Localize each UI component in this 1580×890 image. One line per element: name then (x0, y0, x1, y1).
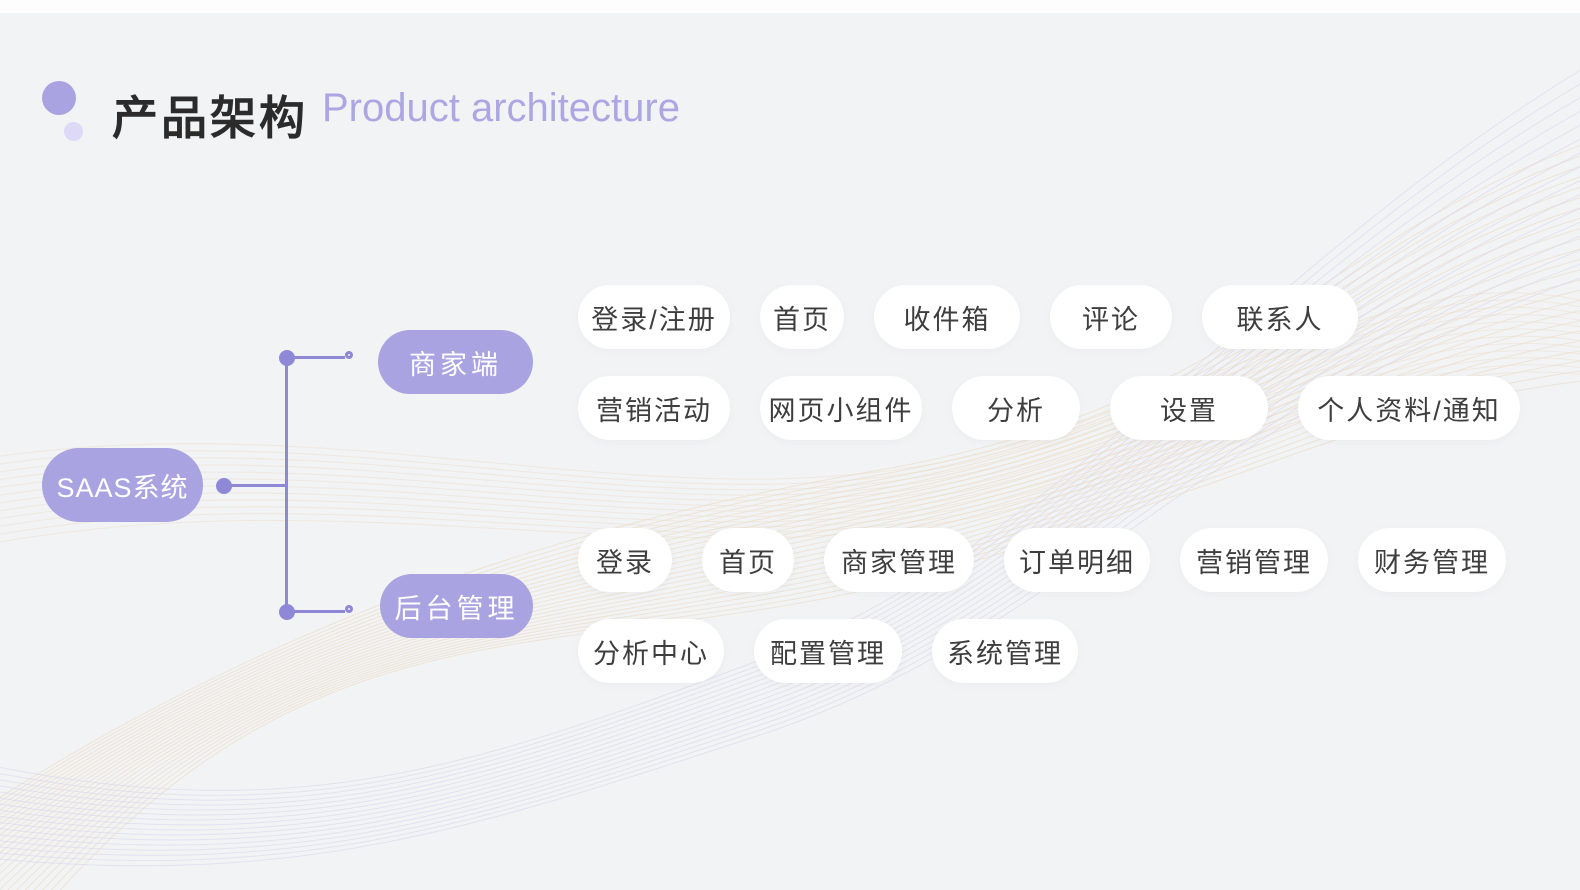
backend-feature-row-1: 登录 首页 商家管理 订单明细 营销管理 财务管理 (578, 528, 1506, 592)
feature-pill-home: 首页 (760, 285, 844, 349)
feature-pill-marketing-campaign: 营销活动 (578, 376, 730, 440)
connector-root-line (224, 484, 287, 487)
connector-merchant-line (287, 356, 345, 359)
title-accent-dot-small (64, 122, 83, 141)
feature-pill-inbox: 收件箱 (874, 285, 1020, 349)
branch-node-merchant: 商家端 (378, 330, 533, 394)
connector-dot-merchant (279, 350, 295, 366)
title-accent-dot-large (42, 81, 76, 115)
feature-pill-merchant-management: 商家管理 (824, 528, 974, 592)
feature-pill-finance-management: 财务管理 (1358, 528, 1506, 592)
feature-pill-login-register: 登录/注册 (578, 285, 730, 349)
connector-ring-backend (345, 605, 353, 613)
merchant-feature-group: 登录/注册 首页 收件箱 评论 联系人 营销活动 网页小组件 分析 设置 个人资… (578, 285, 1520, 440)
merchant-feature-row-2: 营销活动 网页小组件 分析 设置 个人资料/通知 (578, 376, 1520, 440)
connector-ring-merchant (345, 351, 353, 359)
feature-pill-order-details: 订单明细 (1004, 528, 1150, 592)
feature-pill-system-management: 系统管理 (932, 619, 1078, 683)
feature-pill-comments: 评论 (1050, 285, 1172, 349)
feature-pill-login: 登录 (578, 528, 672, 592)
connector-backend-line (287, 610, 345, 613)
feature-pill-contacts: 联系人 (1202, 285, 1358, 349)
connector-dot-backend (279, 604, 295, 620)
backend-feature-row-2: 分析中心 配置管理 系统管理 (578, 619, 1506, 683)
feature-pill-analytics: 分析 (952, 376, 1080, 440)
feature-pill-settings: 设置 (1110, 376, 1268, 440)
feature-pill-marketing-management: 营销管理 (1180, 528, 1328, 592)
page-title: 产品架构 (112, 92, 308, 144)
feature-pill-profile-notifications: 个人资料/通知 (1298, 376, 1520, 440)
branch-node-backend: 后台管理 (380, 574, 533, 638)
feature-pill-web-widget: 网页小组件 (760, 376, 922, 440)
feature-pill-analytics-center: 分析中心 (578, 619, 724, 683)
top-white-strip (0, 0, 1580, 13)
root-node-saas: SAAS系统 (42, 448, 203, 522)
connector-trunk-line (285, 357, 288, 614)
page-subtitle: Product architecture (322, 86, 680, 130)
connector-dot-root (216, 478, 232, 494)
feature-pill-home-admin: 首页 (702, 528, 794, 592)
backend-feature-group: 登录 首页 商家管理 订单明细 营销管理 财务管理 分析中心 配置管理 系统管理 (578, 528, 1506, 683)
merchant-feature-row-1: 登录/注册 首页 收件箱 评论 联系人 (578, 285, 1520, 349)
feature-pill-config-management: 配置管理 (754, 619, 902, 683)
